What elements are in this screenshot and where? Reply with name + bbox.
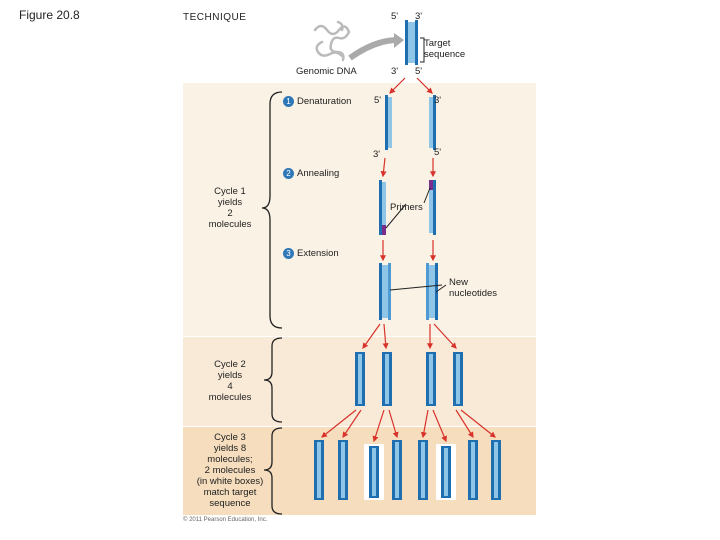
cycle1-panel bbox=[183, 83, 536, 336]
cycle1-label: Cycle 1 yields 2 molecules bbox=[208, 186, 252, 230]
step-number: 3 bbox=[283, 248, 294, 259]
cycle2-label: Cycle 2 yields 4 molecules bbox=[208, 359, 252, 403]
cycle3-molecules bbox=[314, 440, 501, 500]
technique-label: TECHNIQUE bbox=[183, 12, 247, 23]
genomic-dna-label: Genomic DNA bbox=[296, 66, 357, 77]
target-bottom-3-prime: 3' bbox=[391, 66, 399, 77]
denat-5-prime-right: 5' bbox=[434, 147, 442, 158]
copyright-notice: © 2011 Pearson Education, Inc. bbox=[183, 517, 268, 523]
denat-5-prime-left: 5' bbox=[374, 95, 382, 106]
zoom-arrow bbox=[348, 37, 399, 61]
extended-molecules bbox=[379, 263, 438, 320]
cycle2-molecules bbox=[355, 352, 463, 406]
denat-3-prime-left: 3' bbox=[373, 149, 381, 160]
denatured-strands bbox=[385, 95, 436, 150]
target-5-prime-label: 5' bbox=[391, 11, 399, 22]
new-nucleotides-label: New nucleotides bbox=[449, 277, 498, 299]
cycle-braces bbox=[261, 91, 283, 515]
target-dna bbox=[405, 20, 418, 65]
step-number: 1 bbox=[283, 96, 294, 107]
figure-title: Figure 20.8 bbox=[19, 8, 80, 22]
primers-label: Primers bbox=[390, 202, 423, 213]
target-sequence-label: Target sequence bbox=[424, 38, 466, 60]
denat-3-prime-right: 3' bbox=[434, 95, 442, 106]
genomic-dna-icon bbox=[313, 20, 351, 62]
target-3-prime-label: 3' bbox=[415, 11, 423, 22]
process-arrows bbox=[321, 77, 496, 443]
step-number: 2 bbox=[283, 168, 294, 179]
cycle3-label: Cycle 3 yields 8 molecules; 2 molecules … bbox=[196, 432, 264, 509]
annealed-strands bbox=[379, 180, 436, 235]
target-bottom-5-prime: 5' bbox=[415, 66, 423, 77]
